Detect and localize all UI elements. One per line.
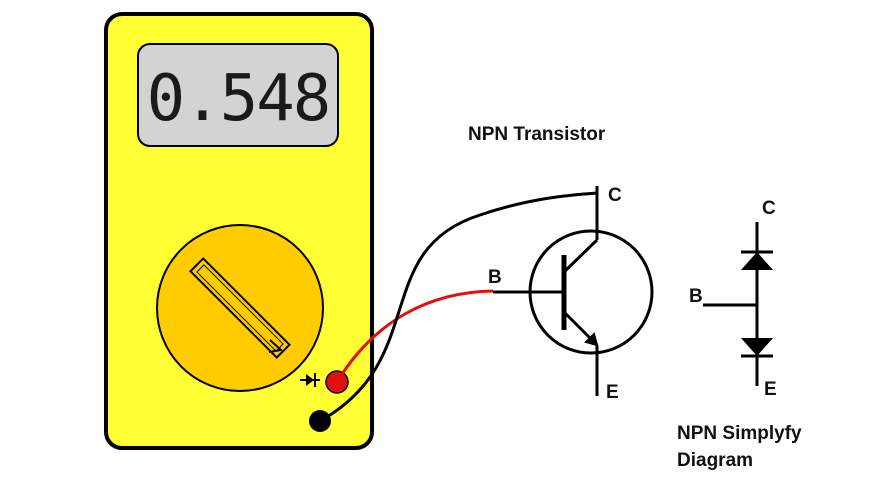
transistor-title: NPN Transistor <box>468 124 606 145</box>
simplified-title-line2: Diagram <box>677 450 753 471</box>
emitter-arrow-icon <box>584 332 599 347</box>
collector-branch <box>562 238 599 274</box>
lcd-display <box>137 43 339 147</box>
transistor-collector-label: C <box>608 185 622 206</box>
dial-arrow-icon <box>268 339 284 353</box>
display-reading: 0.548 <box>147 62 330 136</box>
transistor-emitter-label: E <box>606 382 619 403</box>
multimeter: 0.548 <box>104 12 374 450</box>
simplified-diode-model <box>703 222 773 386</box>
simplified-base-label: B <box>689 286 703 307</box>
red-probe-lead <box>335 289 494 383</box>
transistor-base-label: B <box>488 267 502 288</box>
simplified-title-line1: NPN Simplyfy <box>677 423 802 444</box>
simplified-collector-label: C <box>762 198 776 219</box>
npn-transistor-symbol <box>493 186 654 396</box>
diode-test-icon <box>300 373 320 387</box>
black-probe-lead <box>319 191 598 423</box>
emitter-diode-icon <box>741 338 773 358</box>
collector-diode-icon <box>741 250 773 270</box>
simplified-emitter-label: E <box>764 379 777 400</box>
